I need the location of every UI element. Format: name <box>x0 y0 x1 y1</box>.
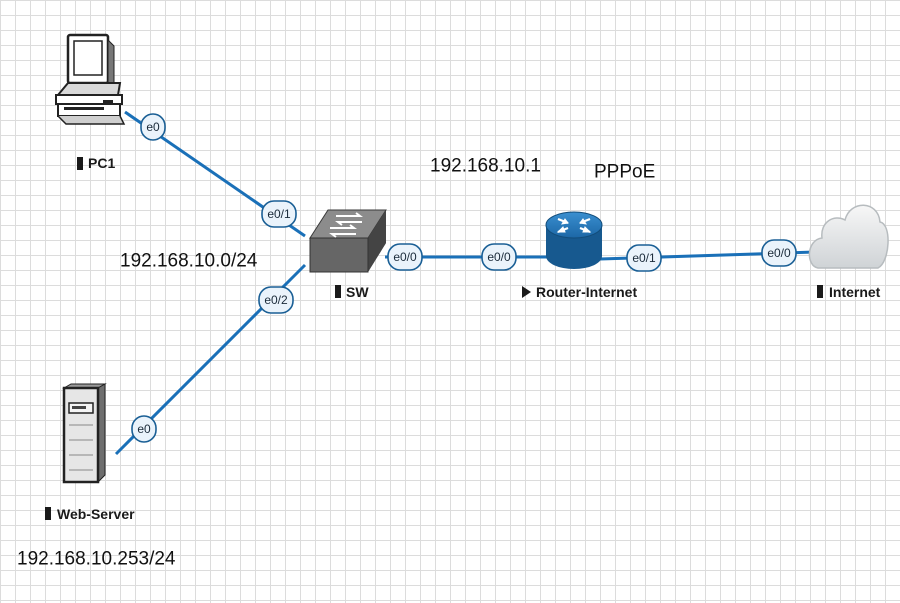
node-router-internet[interactable]: Router-Internet <box>522 211 637 300</box>
annotation-gateway-ip: 192.168.10.1 <box>430 156 541 177</box>
sw-label: SW <box>335 284 369 300</box>
iface-router-e0-1-text: e0/1 <box>632 251 656 265</box>
iface-sw-e0-1[interactable]: e0/1 <box>261 200 297 228</box>
node-status-marker <box>817 285 823 298</box>
server-icon <box>62 383 107 484</box>
iface-pc1-e0[interactable]: e0 <box>140 113 166 141</box>
iface-pc1-e0-text: e0 <box>146 120 160 134</box>
iface-sw-e0-2-text: e0/2 <box>264 293 288 307</box>
iface-sw-e0-2[interactable]: e0/2 <box>258 286 294 314</box>
play-icon <box>522 286 531 298</box>
annotation-protocol: PPPoE <box>594 162 655 183</box>
node-pc1[interactable]: PC1 <box>55 33 126 171</box>
web-server-label-text: Web-Server <box>57 506 135 522</box>
iface-internet-e0-0[interactable]: e0/0 <box>761 239 797 267</box>
router-label-text: Router-Internet <box>536 284 637 300</box>
node-internet[interactable]: Internet <box>808 204 889 300</box>
sw-label-text: SW <box>346 284 369 300</box>
router-label: Router-Internet <box>522 284 637 300</box>
internet-label: Internet <box>817 284 881 300</box>
annotation-server-ip: 192.168.10.253/24 <box>17 549 176 570</box>
pc1-label: PC1 <box>77 155 115 171</box>
iface-sw-e0-1-text: e0/1 <box>267 207 291 221</box>
iface-router-e0-0-text: e0/0 <box>487 250 511 264</box>
internet-label-text: Internet <box>829 284 881 300</box>
web-server-label: Web-Server <box>45 506 135 522</box>
iface-sw-e0-0[interactable]: e0/0 <box>387 243 423 271</box>
cloud-icon <box>808 204 889 269</box>
node-web-server[interactable]: Web-Server <box>45 383 135 522</box>
iface-web-e0-text: e0 <box>137 422 151 436</box>
iface-router-e0-1[interactable]: e0/1 <box>626 244 662 272</box>
node-status-marker <box>77 157 83 170</box>
router-icon <box>545 211 603 269</box>
node-status-marker <box>335 285 341 298</box>
pc1-label-text: PC1 <box>88 155 115 171</box>
iface-web-e0[interactable]: e0 <box>131 415 157 443</box>
iface-internet-e0-0-text: e0/0 <box>767 246 791 260</box>
node-status-marker <box>45 507 51 520</box>
annotation-subnet: 192.168.10.0/24 <box>120 251 258 272</box>
node-sw[interactable]: SW <box>309 209 387 300</box>
desktop-pc-icon <box>55 33 126 125</box>
iface-sw-e0-0-text: e0/0 <box>393 250 417 264</box>
switch-icon <box>309 209 387 273</box>
iface-router-e0-0[interactable]: e0/0 <box>481 243 517 271</box>
